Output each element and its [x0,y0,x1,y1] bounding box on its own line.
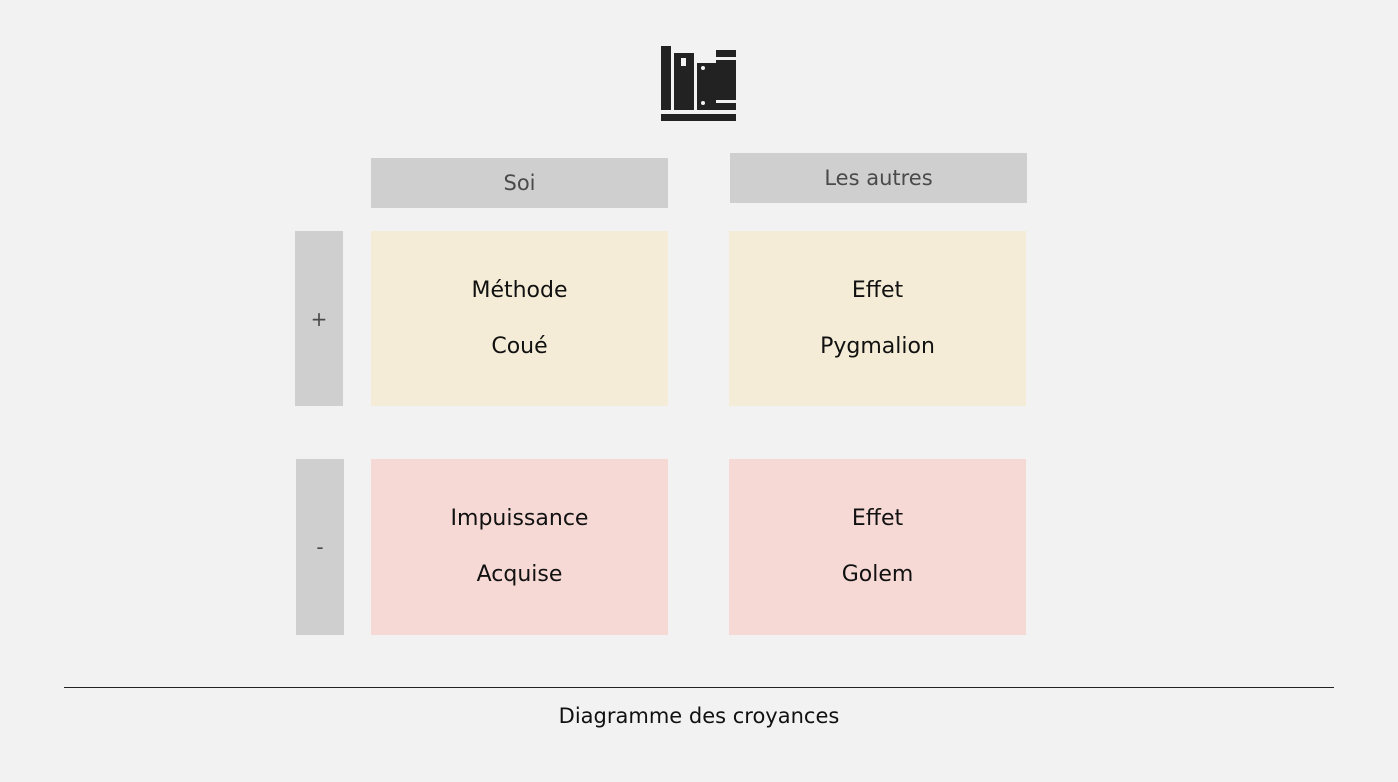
cell-self-negative-line2: Acquise [476,562,563,587]
cell-self-positive-line2: Coué [491,333,548,359]
cell-others-negative-line2: Golem [841,562,914,587]
cell-others-negative-line1: Effet [851,506,904,531]
cell-others-negative: Effet Golem [729,459,1026,635]
row-header-negative: - [296,459,344,635]
cell-self-positive-line1: Méthode [471,277,568,303]
cell-self-positive: Méthode Coué [371,231,668,406]
caption-divider [64,687,1334,688]
cell-others-positive: Effet Pygmalion [729,231,1026,406]
cell-self-negative-line1: Impuissance [450,506,589,531]
cell-self-negative: Impuissance Acquise [371,459,668,635]
library-books-icon [661,46,736,121]
cell-others-positive-line1: Effet [851,277,904,303]
cell-others-positive-line2: Pygmalion [820,333,935,359]
column-header-others: Les autres [730,153,1027,203]
row-header-positive: + [295,231,343,406]
column-header-self: Soi [371,158,668,208]
column-header-self-label: Soi [503,171,536,195]
row-header-positive-label: + [310,306,328,331]
row-header-negative-label: - [316,535,324,559]
diagram-caption: Diagramme des croyances [558,704,840,728]
column-header-others-label: Les autres [824,166,933,190]
